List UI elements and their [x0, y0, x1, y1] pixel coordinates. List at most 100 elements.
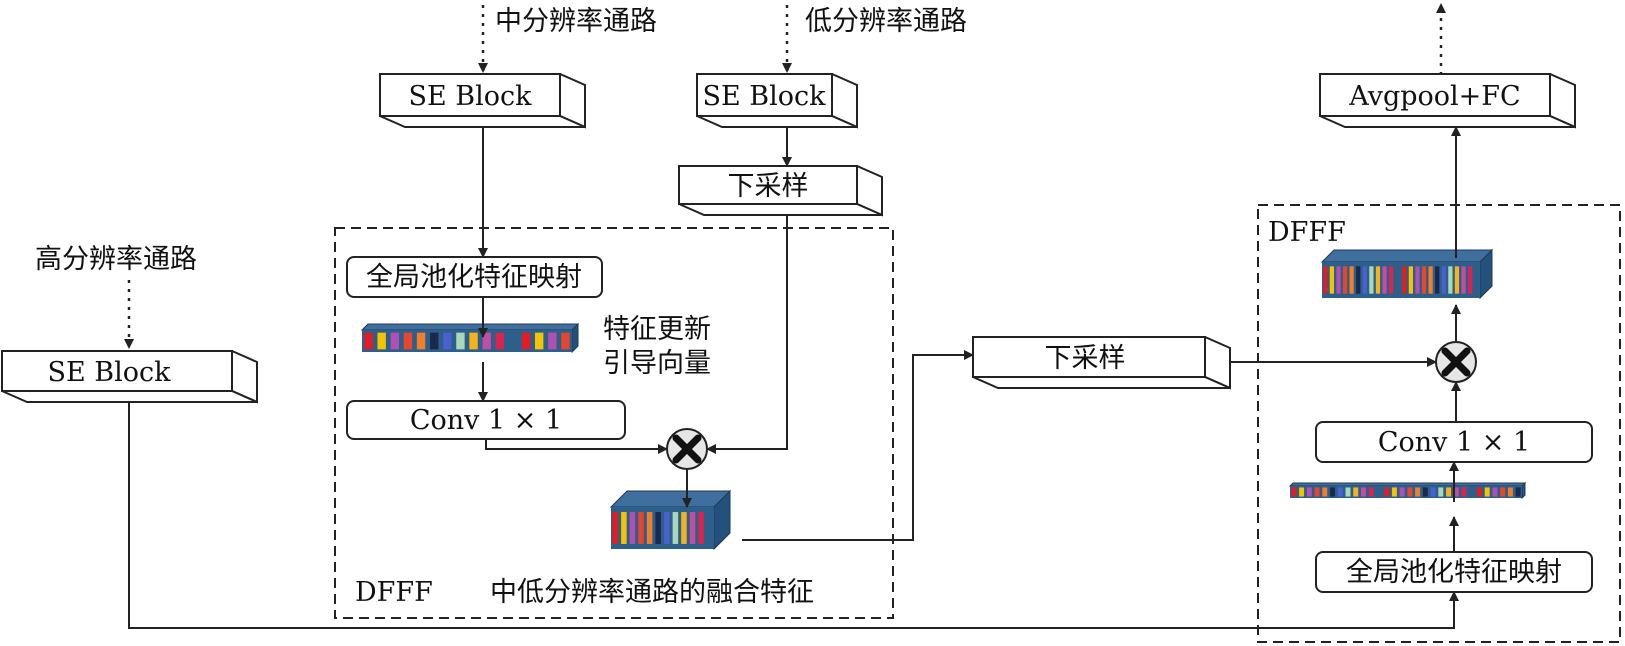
- mid-downsample-label: 下采样: [1045, 343, 1126, 374]
- channel-cell: [429, 332, 439, 350]
- channel-cell: [629, 512, 636, 544]
- channel-cell: [1415, 487, 1421, 497]
- channel-cell: [1356, 266, 1361, 294]
- channel-cell: [1428, 266, 1433, 294]
- channel-cell: [689, 512, 696, 544]
- channel-cell: [495, 332, 505, 350]
- channel-cell: [482, 332, 491, 350]
- channel-cell: [655, 512, 661, 544]
- channel-cell: [1441, 266, 1446, 294]
- channel-cell: [1484, 487, 1490, 497]
- channel-cell: [1382, 266, 1387, 294]
- channel-cell: [646, 512, 653, 544]
- channel-cell: [1322, 487, 1328, 497]
- channel-cell: [1474, 266, 1479, 294]
- guide-vector-strip: [360, 322, 580, 354]
- tensor-top-face: [609, 490, 732, 508]
- channel-cell: [1389, 266, 1394, 294]
- channel-cell: [508, 332, 518, 350]
- channel-cell: [1330, 487, 1336, 497]
- high-se-to-right-gap-arrow: [128, 402, 1459, 629]
- channel-cell: [377, 332, 386, 350]
- channel-cell: [456, 332, 465, 350]
- channel-cell: [681, 512, 687, 544]
- channel-cell: [1461, 487, 1467, 497]
- channel-cell: [1454, 266, 1460, 294]
- right-gap-label: 全局池化特征映射: [1346, 557, 1562, 588]
- channel-cell: [403, 332, 413, 350]
- channel-cell: [1368, 487, 1374, 497]
- channel-cell: [443, 332, 452, 350]
- tensor-front-face: [611, 507, 714, 549]
- channel-cell: [1391, 487, 1397, 497]
- low-se-block: SE Block: [696, 73, 858, 129]
- channel-cell: [1500, 487, 1506, 497]
- channel-cell: [1515, 487, 1521, 497]
- channel-cell: [1306, 487, 1312, 497]
- mid-se-block: SE Block: [379, 73, 586, 129]
- channel-cell: [1421, 266, 1427, 294]
- avgpool-fc-block: Avgpool+FC: [1319, 73, 1576, 129]
- channel-cell: [1369, 266, 1374, 294]
- channel-cell: [561, 332, 570, 350]
- tensor-front-face: [1322, 262, 1480, 298]
- left-dfff-label: DFFF: [355, 577, 433, 608]
- channel-cell: [1446, 487, 1452, 497]
- channel-cell: [1323, 266, 1328, 294]
- conv-to-multiply-arrow: [485, 439, 668, 454]
- channel-cell: [1375, 266, 1381, 294]
- channel-cell: [1299, 487, 1305, 497]
- low-se-block-label: SE Block: [702, 81, 826, 112]
- channel-cell: [1453, 487, 1459, 497]
- channel-cell: [548, 332, 557, 350]
- left-dfff-frame: [334, 227, 894, 619]
- high-path-label: 高分辨率通路: [35, 244, 197, 275]
- channel-cell: [364, 332, 373, 350]
- channel-cell: [698, 512, 704, 544]
- channel-cell: [1349, 266, 1354, 294]
- fused-feature-label: 中低分辨率通路的融合特征: [490, 577, 814, 608]
- channel-cell: [1376, 487, 1382, 497]
- channel-cell: [1492, 487, 1498, 497]
- channel-cell: [1353, 487, 1359, 497]
- channel-cell: [1507, 487, 1513, 497]
- right-guide-vector-strip: [1288, 481, 1527, 500]
- channel-cell: [1384, 487, 1390, 497]
- channel-cell: [1430, 487, 1436, 497]
- tensor-top-face: [1288, 482, 1527, 487]
- left-conv-label: Conv 1 × 1: [410, 405, 562, 436]
- low-downsample-label: 下采样: [728, 171, 809, 202]
- channel-cell: [1422, 487, 1428, 497]
- channel-cell: [1345, 487, 1351, 497]
- tensor-top-face: [1320, 249, 1494, 263]
- channel-cell: [1336, 266, 1341, 294]
- channel-cell: [1438, 487, 1444, 497]
- channel-cell: [521, 332, 531, 350]
- left-multiply-node: [666, 428, 708, 470]
- channel-cell: [1469, 487, 1475, 497]
- mid-path-label: 中分辨率通路: [495, 6, 657, 37]
- high-se-block: SE Block: [1, 350, 258, 404]
- tensor-front-face: [362, 330, 572, 352]
- channel-cell: [621, 512, 627, 544]
- channel-cell: [1399, 487, 1405, 497]
- low-path-label: 低分辨率通路: [805, 6, 967, 37]
- output-feature-tensor: [1320, 248, 1494, 300]
- channel-cell: [612, 512, 619, 544]
- channel-cell: [1435, 266, 1440, 294]
- avgpool-fc-label: Avgpool+FC: [1348, 81, 1520, 112]
- channel-cell: [1402, 266, 1407, 294]
- channel-cell: [1360, 487, 1366, 497]
- channel-cell: [1342, 266, 1348, 294]
- channel-cell: [1329, 266, 1334, 294]
- guide-vector-label-line2: 引导向量: [603, 348, 711, 379]
- left-gap-box: [346, 256, 603, 298]
- channel-cell: [638, 512, 644, 544]
- channel-cell: [664, 512, 670, 544]
- downsample-to-multiply-arrow: [706, 215, 788, 454]
- right-conv-label: Conv 1 × 1: [1378, 427, 1530, 458]
- channel-cell: [706, 512, 713, 544]
- channel-cell: [1337, 487, 1343, 497]
- channel-cell: [469, 332, 478, 350]
- right-multiply-node: [1435, 341, 1477, 383]
